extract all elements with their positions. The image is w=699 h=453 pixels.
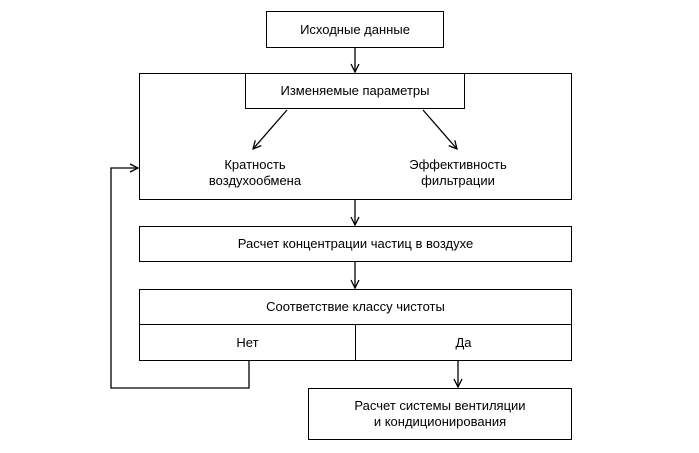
- answer-no-label: Нет: [236, 334, 259, 350]
- variable-parameters-box: Изменяемые параметры: [245, 73, 465, 109]
- cleanliness-compliance-box: Соответствие классу чистоты: [139, 289, 572, 325]
- ventilation-calculation-box: Расчет системы вентиляции и кондициониро…: [308, 388, 572, 440]
- air-exchange-rate-label: Кратность воздухообмена: [208, 157, 302, 188]
- input-data-label: Исходные данные: [300, 21, 410, 37]
- answer-no-cell: Нет: [139, 324, 356, 361]
- ventilation-calculation-label: Расчет системы вентиляции и кондициониро…: [354, 398, 526, 429]
- answer-yes-cell: Да: [355, 324, 572, 361]
- filtration-efficiency-label: Эффективность фильтрации: [409, 157, 507, 188]
- answer-yes-label: Да: [455, 334, 472, 350]
- variable-parameters-label: Изменяемые параметры: [280, 83, 430, 98]
- input-data-box: Исходные данные: [266, 11, 444, 48]
- cleanliness-compliance-label: Соответствие классу чистоты: [266, 299, 445, 314]
- particle-concentration-box: Расчет концентрации частиц в воздухе: [139, 226, 572, 262]
- particle-concentration-label: Расчет концентрации частиц в воздухе: [237, 236, 474, 251]
